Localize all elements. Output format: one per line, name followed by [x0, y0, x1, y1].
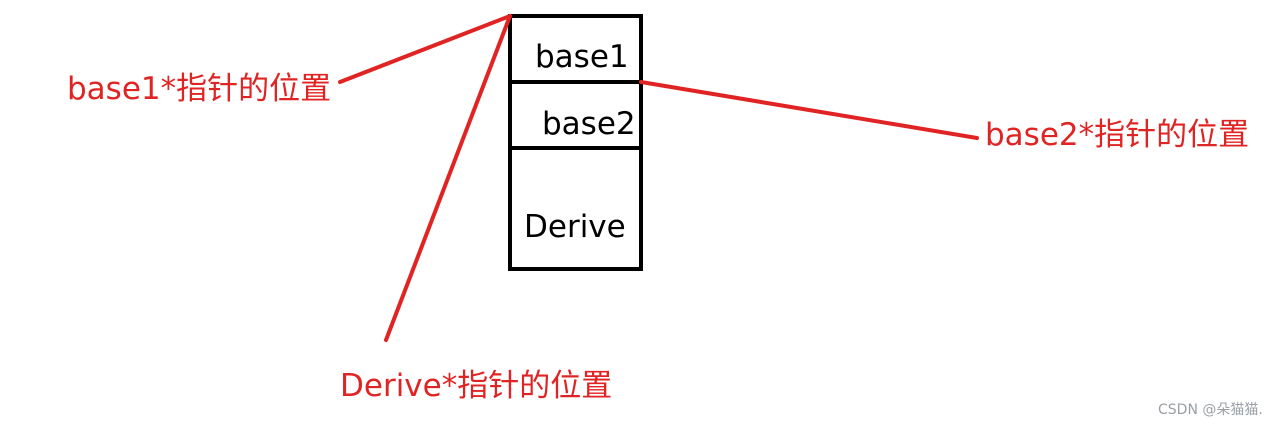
base1-pointer-label: base1*指针的位置 [67, 71, 331, 107]
pointer-lines [338, 14, 979, 342]
object-layout-box: base1 base2 Derive [508, 14, 643, 271]
base2-pointer-line [639, 80, 979, 140]
object-outline [508, 14, 643, 271]
base1-pointer-line [338, 14, 512, 84]
derive-pointer-line [384, 14, 512, 342]
derive-pointer-label: Derive*指针的位置 [340, 368, 612, 404]
base2-section-label: base2 [542, 106, 636, 142]
csdn-watermark: CSDN @朵猫猫. [1158, 402, 1263, 418]
derive-section-label: Derive [524, 209, 626, 245]
base1-section-label: base1 [535, 39, 629, 75]
base2-pointer-label: base2*指针的位置 [985, 117, 1249, 153]
